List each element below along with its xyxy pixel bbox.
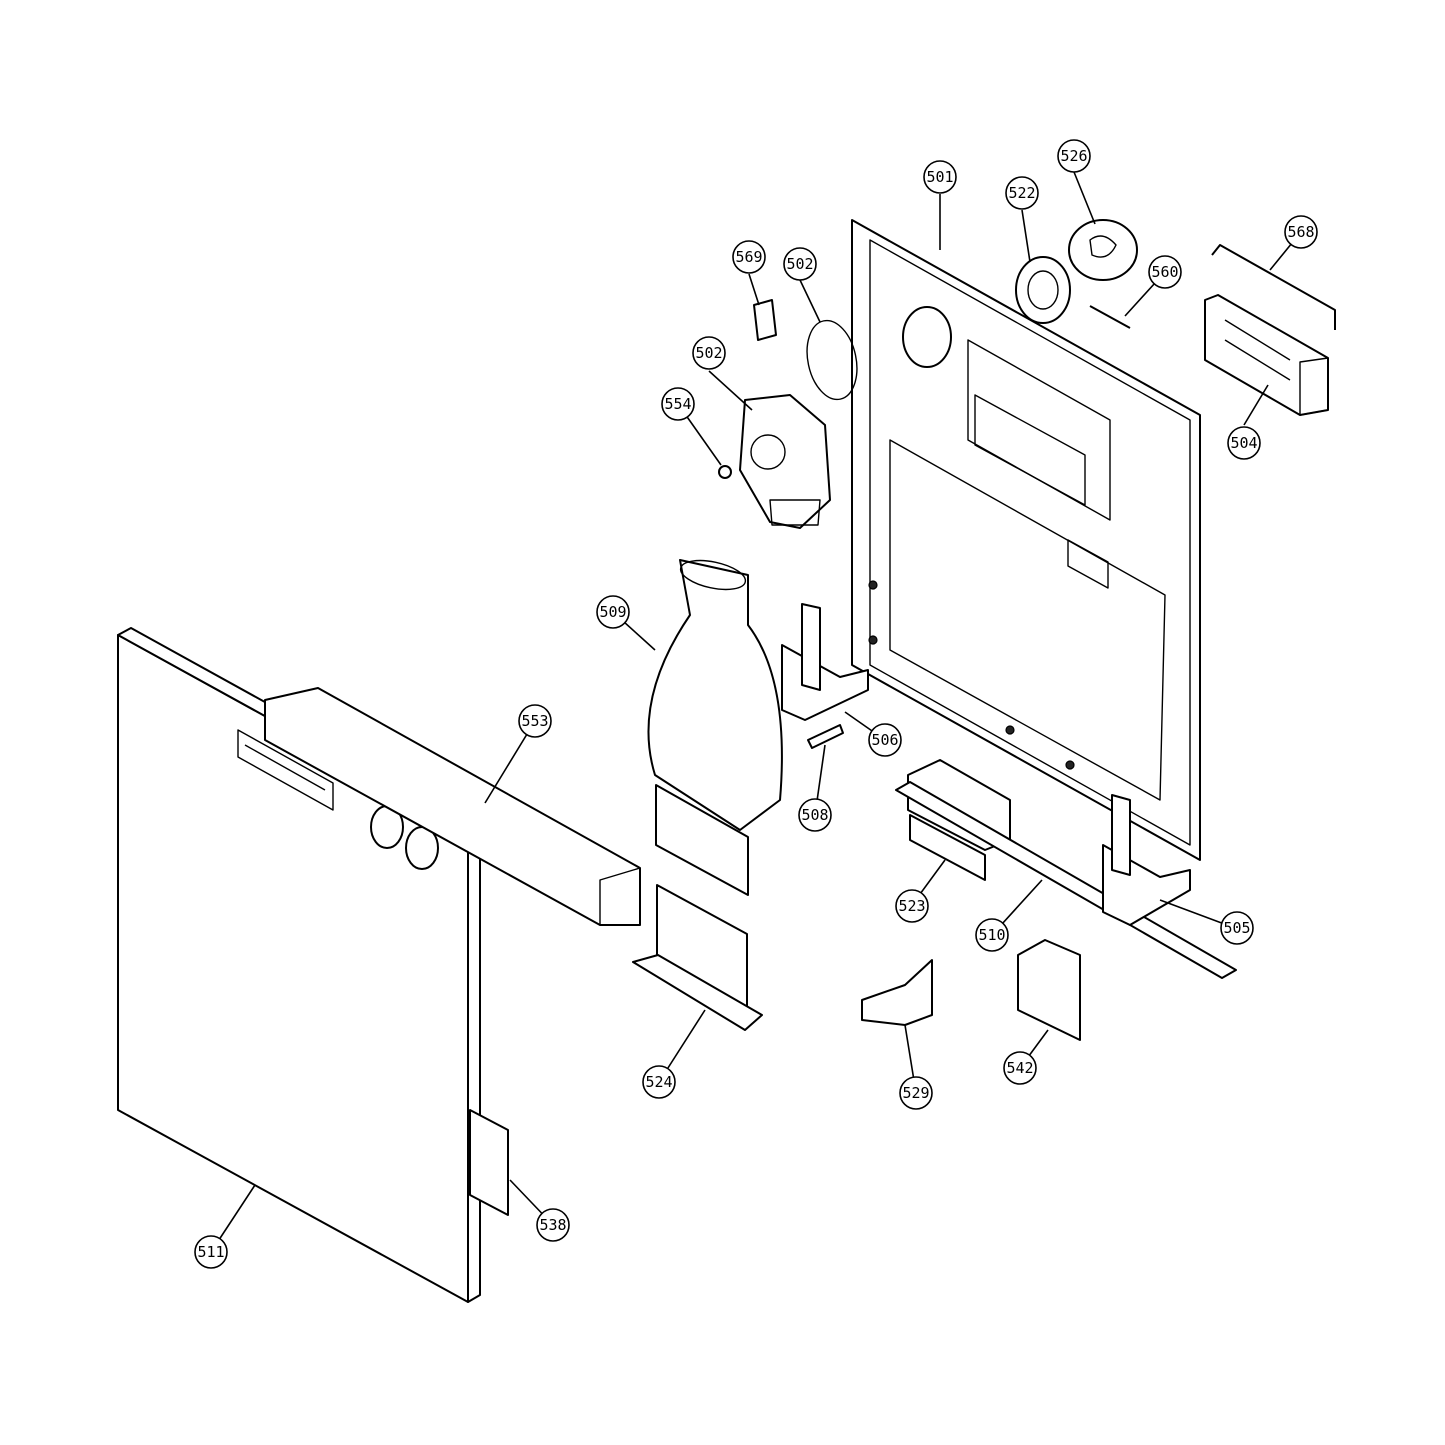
part-560-clip (1089, 305, 1131, 329)
part-522-ring (1015, 256, 1071, 324)
callout-label: 504 (1230, 434, 1257, 452)
part-529-bracket (861, 959, 933, 1026)
part-505-hinge-bracket (1102, 794, 1191, 926)
part-501-inner-door (851, 219, 1201, 861)
callout-label: 524 (645, 1073, 672, 1091)
callout-label: 538 (539, 1216, 566, 1234)
callout-label: 554 (664, 395, 691, 413)
callout-label: 542 (1006, 1059, 1033, 1077)
callout-label: 569 (735, 248, 762, 266)
callout-label: 501 (926, 168, 953, 186)
callout-554: 554 (661, 387, 695, 421)
callout-529: 529 (899, 1076, 933, 1110)
callout-522: 522 (1005, 176, 1039, 210)
callout-569: 569 (732, 240, 766, 274)
callout-508: 508 (798, 798, 832, 832)
callout-label: 511 (197, 1243, 224, 1261)
callout-511: 511 (194, 1235, 228, 1269)
callout-label: 553 (521, 712, 548, 730)
callout-501: 501 (923, 160, 957, 194)
callout-label: 568 (1287, 223, 1314, 241)
callout-524: 524 (642, 1065, 676, 1099)
callout-553: 553 (518, 704, 552, 738)
part-504-control-module (1204, 294, 1329, 416)
callout-505: 505 (1220, 911, 1254, 945)
part-509-duct (647, 559, 783, 896)
part-502-dispenser (739, 394, 831, 529)
callout-label: 522 (1008, 184, 1035, 202)
part-553-handle-rail (264, 687, 641, 926)
callout-label: 502 (695, 344, 722, 362)
part-542-gasket (1017, 939, 1081, 1041)
part-538-plate (469, 1109, 509, 1216)
callout-502-dispenser: 502 (692, 336, 726, 370)
callout-label: 505 (1223, 919, 1250, 937)
callout-label: 560 (1151, 263, 1178, 281)
callout-510: 510 (975, 918, 1009, 952)
callout-506: 506 (868, 723, 902, 757)
callout-label: 509 (599, 603, 626, 621)
part-526-cap (1068, 219, 1138, 281)
callout-label: 510 (978, 926, 1005, 944)
callout-526: 526 (1057, 139, 1091, 173)
callout-label: 502 (786, 255, 813, 273)
callout-509: 509 (596, 595, 630, 629)
callout-504: 504 (1227, 426, 1261, 460)
part-524-bracket (632, 884, 763, 1031)
part-508-clip (807, 724, 844, 749)
part-506-hinge-bracket (781, 603, 869, 721)
callout-523: 523 (895, 889, 929, 923)
callout-label: 523 (898, 897, 925, 915)
callout-538: 538 (536, 1208, 570, 1242)
callout-label: 508 (801, 806, 828, 824)
callout-568: 568 (1284, 215, 1318, 249)
callout-502-seal: 502 (783, 247, 817, 281)
callout-542: 542 (1003, 1051, 1037, 1085)
part-554-bolt (718, 465, 732, 479)
callout-label: 529 (902, 1084, 929, 1102)
part-568-bar (1211, 244, 1336, 330)
callout-label: 526 (1060, 147, 1087, 165)
part-502-seal-ring (806, 319, 858, 401)
callout-560: 560 (1148, 255, 1182, 289)
part-569-small-part (753, 299, 777, 341)
callout-label: 506 (871, 731, 898, 749)
